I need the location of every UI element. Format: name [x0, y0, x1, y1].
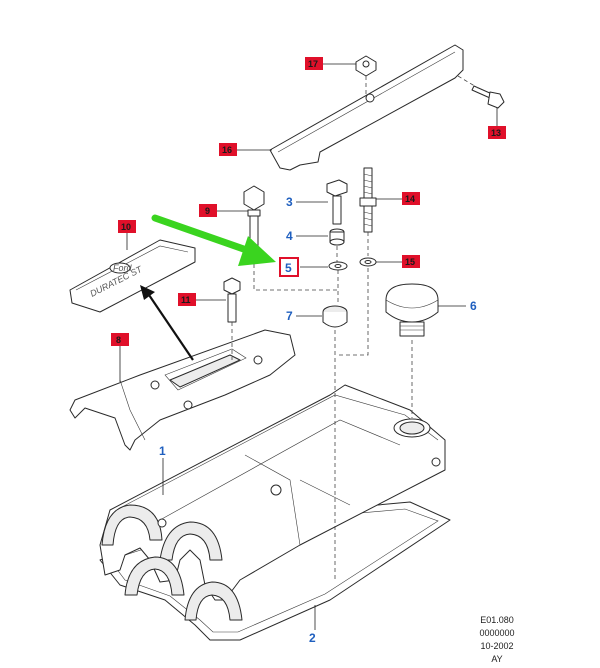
bolt-13	[471, 85, 505, 109]
reference-code: E01.080	[480, 615, 514, 625]
callout-15: 15	[376, 255, 420, 268]
callout-11-label: 11	[181, 295, 191, 305]
grommet-7	[322, 305, 348, 328]
valve-cover	[99, 384, 446, 621]
callout-7-label: 7	[286, 309, 293, 323]
duratec-badge: Ford DURATEC ST	[69, 239, 196, 313]
callout-9-label: 9	[205, 206, 210, 216]
callout-16: 16	[219, 143, 272, 156]
engine-cover	[69, 329, 296, 451]
callout-11: 11	[178, 293, 226, 306]
callout-16-label: 16	[222, 145, 232, 155]
callout-14: 14	[376, 192, 420, 205]
callout-15-label: 15	[405, 257, 415, 267]
badge-logo-text: Ford	[113, 263, 133, 273]
callout-3-label: 3	[286, 195, 293, 209]
nut-17	[355, 55, 377, 77]
callout-1-label: 1	[159, 444, 166, 458]
assembly-lines	[231, 75, 479, 580]
oil-filler-cap	[385, 283, 439, 337]
callout-10: 10	[118, 220, 136, 250]
callout-2-label: 2	[309, 631, 316, 645]
bolt-9	[243, 185, 265, 249]
callout-14-label: 14	[405, 194, 415, 204]
washer-5	[328, 261, 348, 271]
spacer-4	[329, 228, 345, 246]
engine-cover-to-badge-arrow	[140, 285, 194, 361]
callout-17-label: 17	[308, 59, 318, 69]
callout-6-label: 6	[470, 299, 477, 313]
callout-6: 6	[438, 299, 477, 313]
callout-5-label: 5	[285, 261, 292, 275]
drawing-reference: E01.080 0000000 10-2002 AY	[479, 615, 514, 664]
green-pointer-arrow	[151, 214, 276, 266]
reference-number: 0000000	[479, 628, 514, 638]
bolt-3	[326, 179, 348, 225]
callout-8-label: 8	[116, 335, 121, 345]
callout-13: 13	[488, 108, 506, 139]
callout-8: 8	[111, 333, 129, 382]
cover-rail	[269, 44, 464, 171]
callout-9: 9	[199, 204, 248, 217]
callout-13-label: 13	[491, 128, 501, 138]
callout-5: 5	[279, 257, 328, 277]
reference-suffix: AY	[491, 654, 502, 664]
callout-4: 4	[286, 229, 328, 243]
callout-5-highlight-box	[279, 257, 299, 277]
washer-15	[359, 257, 377, 267]
callout-1: 1	[159, 444, 166, 495]
callout-10-label: 10	[121, 222, 131, 232]
reference-date: 10-2002	[480, 641, 513, 651]
callout-4-label: 4	[286, 229, 293, 243]
bolt-11	[223, 277, 241, 323]
callout-7: 7	[286, 309, 322, 323]
callout-2: 2	[309, 605, 316, 645]
stud-bolt-14	[359, 167, 377, 233]
callout-17: 17	[305, 57, 356, 70]
callout-3: 3	[286, 195, 328, 209]
